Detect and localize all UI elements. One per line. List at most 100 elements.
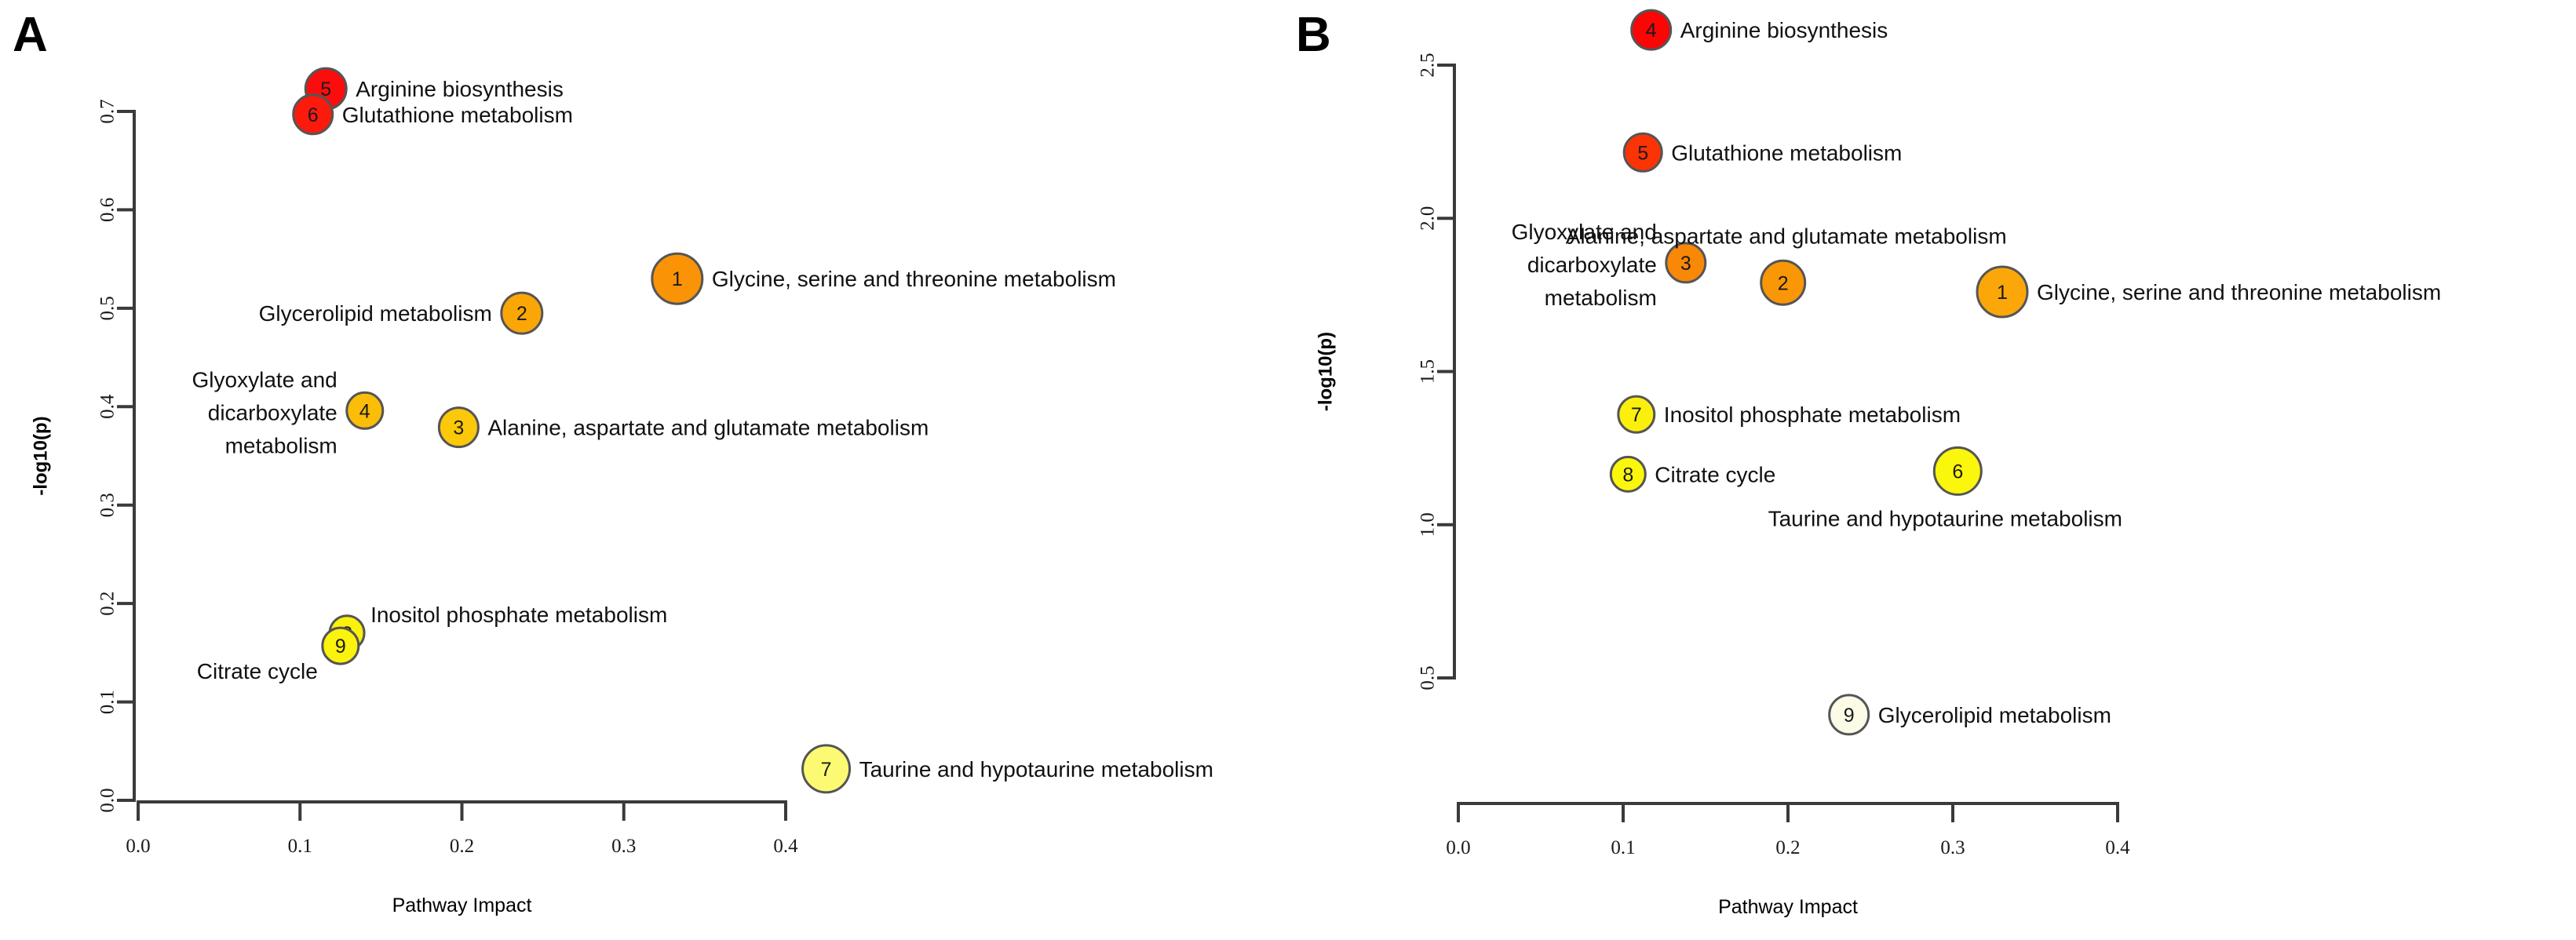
data-point-label: Taurine and hypotaurine metabolism xyxy=(1768,506,2122,530)
data-point[interactable]: 5 Glutathione metabolism xyxy=(1622,132,1902,173)
bubble-marker[interactable] xyxy=(651,252,704,305)
bubble-number: 5 xyxy=(1637,142,1648,164)
data-point[interactable]: 1 Glycine, serine and threonine metabolis… xyxy=(651,252,1116,305)
bubble-marker[interactable] xyxy=(1760,259,1807,306)
bubble-number: 3 xyxy=(1680,253,1691,275)
bubble-marker[interactable] xyxy=(1932,446,1983,496)
data-point-label: Inositol phosphate metabolism xyxy=(370,603,667,627)
y-tick-label: 0.7 xyxy=(97,99,119,123)
x-tick-label: 0.1 xyxy=(288,836,312,857)
data-point-label: Citrate cycle xyxy=(1655,462,1775,486)
x-axis-title: Pathway Impact xyxy=(1718,896,1858,918)
panel-b-letter: B xyxy=(1296,8,1331,62)
bubble-marker[interactable] xyxy=(1828,694,1870,736)
x-tick-label: 0.1 xyxy=(1611,837,1635,858)
panel-a-letter: A xyxy=(13,8,48,62)
data-point[interactable]: 7 Inositol phosphate metabolism xyxy=(1617,395,1961,434)
data-point[interactable]: 5 Arginine biosynthesis xyxy=(304,67,564,111)
x-tick-label: 0.2 xyxy=(450,836,474,857)
data-point-label: Glycerolipid metabolism xyxy=(259,301,492,326)
data-point[interactable]: 8 Citrate cycle xyxy=(1609,455,1775,493)
bubble-number: 2 xyxy=(516,303,527,325)
bubble-number: 8 xyxy=(1622,464,1633,486)
y-tick-label: 0.5 xyxy=(1418,665,1439,690)
bubble-marker[interactable] xyxy=(801,744,852,794)
bubble-number: 9 xyxy=(335,636,346,658)
x-tick-label: 0.0 xyxy=(126,836,150,857)
bubble-marker[interactable] xyxy=(1617,395,1656,434)
data-point-label: Glycine, serine and threonine metabolism xyxy=(2037,280,2441,304)
y-tick-label: 1.5 xyxy=(1418,359,1439,384)
bubble-marker[interactable] xyxy=(1630,9,1673,51)
data-point-label: Glutathione metabolism xyxy=(1671,140,1902,165)
data-point-label: Alanine, aspartate and glutamate metabol… xyxy=(1566,224,2007,248)
bubble-number: 9 xyxy=(1844,705,1855,727)
bubble-number: 1 xyxy=(672,268,683,290)
data-point[interactable]: 6 Glutathione metabolism xyxy=(292,93,573,136)
bubble-number: 6 xyxy=(308,104,319,126)
data-point-label: Alanine, aspartate and glutamate metabol… xyxy=(487,416,929,440)
bubble-number: 5 xyxy=(320,78,331,100)
data-point-label: Arginine biosynthesis xyxy=(356,77,564,101)
data-point[interactable]: 3 Alanine, aspartate and glutamate metabo… xyxy=(437,406,929,449)
x-tick-label: 0.4 xyxy=(773,836,798,857)
y-axis-title: -log10(p) xyxy=(31,416,52,495)
data-point-label: Arginine biosynthesis xyxy=(1680,18,1888,42)
y-tick-label: 0.6 xyxy=(97,198,119,222)
y-tick-label: 0.5 xyxy=(97,296,119,320)
data-point[interactable]: 2 Alanine, aspartate and glutamate metabo… xyxy=(1566,224,2007,306)
y-tick-label: 0.1 xyxy=(97,690,119,714)
data-point-label: Inositol phosphate metabolism xyxy=(1664,403,1961,427)
y-tick-label: 0.2 xyxy=(97,592,119,616)
x-tick-label: 0.3 xyxy=(611,836,636,857)
x-tick-label: 0.0 xyxy=(1446,837,1470,858)
y-tick-label: 1.0 xyxy=(1418,512,1439,537)
x-tick-label: 0.4 xyxy=(2105,837,2130,858)
data-point[interactable]: 4 Arginine biosynthesis xyxy=(1630,9,1888,51)
bubble-number: 4 xyxy=(359,400,370,422)
x-tick-label: 0.3 xyxy=(1940,837,1965,858)
bubble-marker[interactable] xyxy=(437,406,480,449)
x-axis-title: Pathway Impact xyxy=(392,894,532,916)
data-point[interactable]: 7 Taurine and hypotaurine metabolism xyxy=(801,744,1213,794)
bubble-marker[interactable] xyxy=(500,291,544,335)
bubble-number: 3 xyxy=(453,417,464,439)
bubble-number: 1 xyxy=(1997,282,2008,304)
y-tick-label: 2.0 xyxy=(1418,206,1439,231)
x-tick-label: 0.2 xyxy=(1775,837,1800,858)
bubble-number: 6 xyxy=(1952,461,1963,483)
data-point[interactable]: 8Inositol phosphate metabolism xyxy=(328,603,667,652)
y-tick-label: 0.0 xyxy=(97,788,119,812)
bubble-marker[interactable] xyxy=(1622,132,1663,173)
data-point[interactable]: 2 Glycerolipid metabolism xyxy=(259,291,544,335)
data-point-label: Glycine, serine and threonine metabolism xyxy=(712,267,1116,291)
bubble-number: 2 xyxy=(1778,272,1789,294)
data-point-label: Taurine and hypotaurine metabolism xyxy=(859,757,1213,782)
data-point-label: Citrate cycle xyxy=(197,659,318,683)
data-point[interactable]: 1 Glycine, serine and threonine metabolis… xyxy=(1976,265,2441,319)
bubble-marker[interactable] xyxy=(1976,265,2029,319)
bubble-marker[interactable] xyxy=(321,626,360,665)
bubble-number: 7 xyxy=(1631,404,1642,426)
bubble-marker[interactable] xyxy=(292,93,334,136)
bubble-number: 7 xyxy=(821,759,832,781)
y-tick-label: 2.5 xyxy=(1418,53,1439,77)
y-axis-title: -log10(p) xyxy=(1315,332,1337,411)
data-point-label: Glutathione metabolism xyxy=(342,103,573,127)
bubble-number: 4 xyxy=(1646,20,1657,42)
bubble-marker[interactable] xyxy=(1609,455,1647,493)
bubble-marker[interactable] xyxy=(345,391,385,430)
bubble-marker[interactable] xyxy=(1665,242,1707,284)
